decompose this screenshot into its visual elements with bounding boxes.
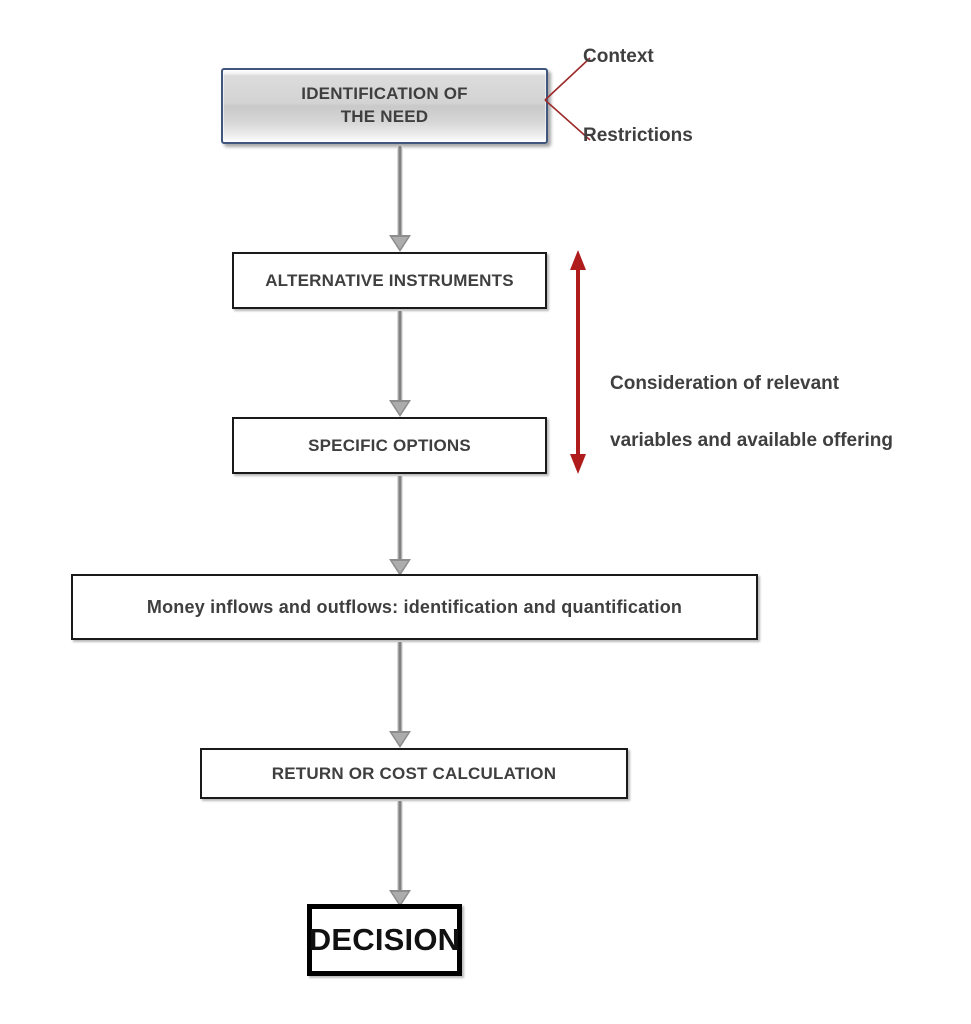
node-money-inflows-outflows-label: Money inflows and outflows: identificati… xyxy=(146,596,683,617)
node-specific-options-label: SPECIFIC OPTIONS xyxy=(308,435,471,455)
node-return-or-cost-calculation-label: RETURN OR COST CALCULATION xyxy=(271,763,557,783)
label-restrictions: Restrictions xyxy=(583,125,693,146)
node-decision[interactable]: DECISION xyxy=(307,904,462,976)
node-identification-of-the-need[interactable]: IDENTIFICATION OF THE NEED xyxy=(221,68,548,144)
arrow-money-flows-to-return-calculation xyxy=(388,642,412,748)
arrow-identification-to-alternative xyxy=(388,146,412,252)
label-context: Context xyxy=(583,46,654,67)
arrow-return-calculation-to-decision xyxy=(388,801,412,907)
node-identification-line2: THE NEED xyxy=(340,107,429,126)
arrow-alternative-to-specific-options xyxy=(388,311,412,417)
node-identification-line1: IDENTIFICATION OF xyxy=(301,84,468,104)
arrow-specific-options-to-money-flows xyxy=(388,476,412,576)
node-alternative-instruments[interactable]: ALTERNATIVE INSTRUMENTS xyxy=(232,252,547,309)
node-money-inflows-outflows[interactable]: Money inflows and outflows: identificati… xyxy=(71,574,758,640)
node-specific-options[interactable]: SPECIFIC OPTIONS xyxy=(232,417,547,474)
label-consideration-line2: variables and available offering xyxy=(610,429,893,451)
node-return-or-cost-calculation[interactable]: RETURN OR COST CALCULATION xyxy=(200,748,628,799)
label-consideration-line1: Consideration of relevant xyxy=(610,372,840,394)
context-restrictions-pointer-lines xyxy=(544,57,591,141)
red-double-headed-arrow xyxy=(570,250,586,474)
label-consideration: Consideration of relevant variables and … xyxy=(610,341,893,484)
node-alternative-instruments-label: ALTERNATIVE INSTRUMENTS xyxy=(265,270,514,290)
node-decision-label: DECISION xyxy=(308,922,461,957)
